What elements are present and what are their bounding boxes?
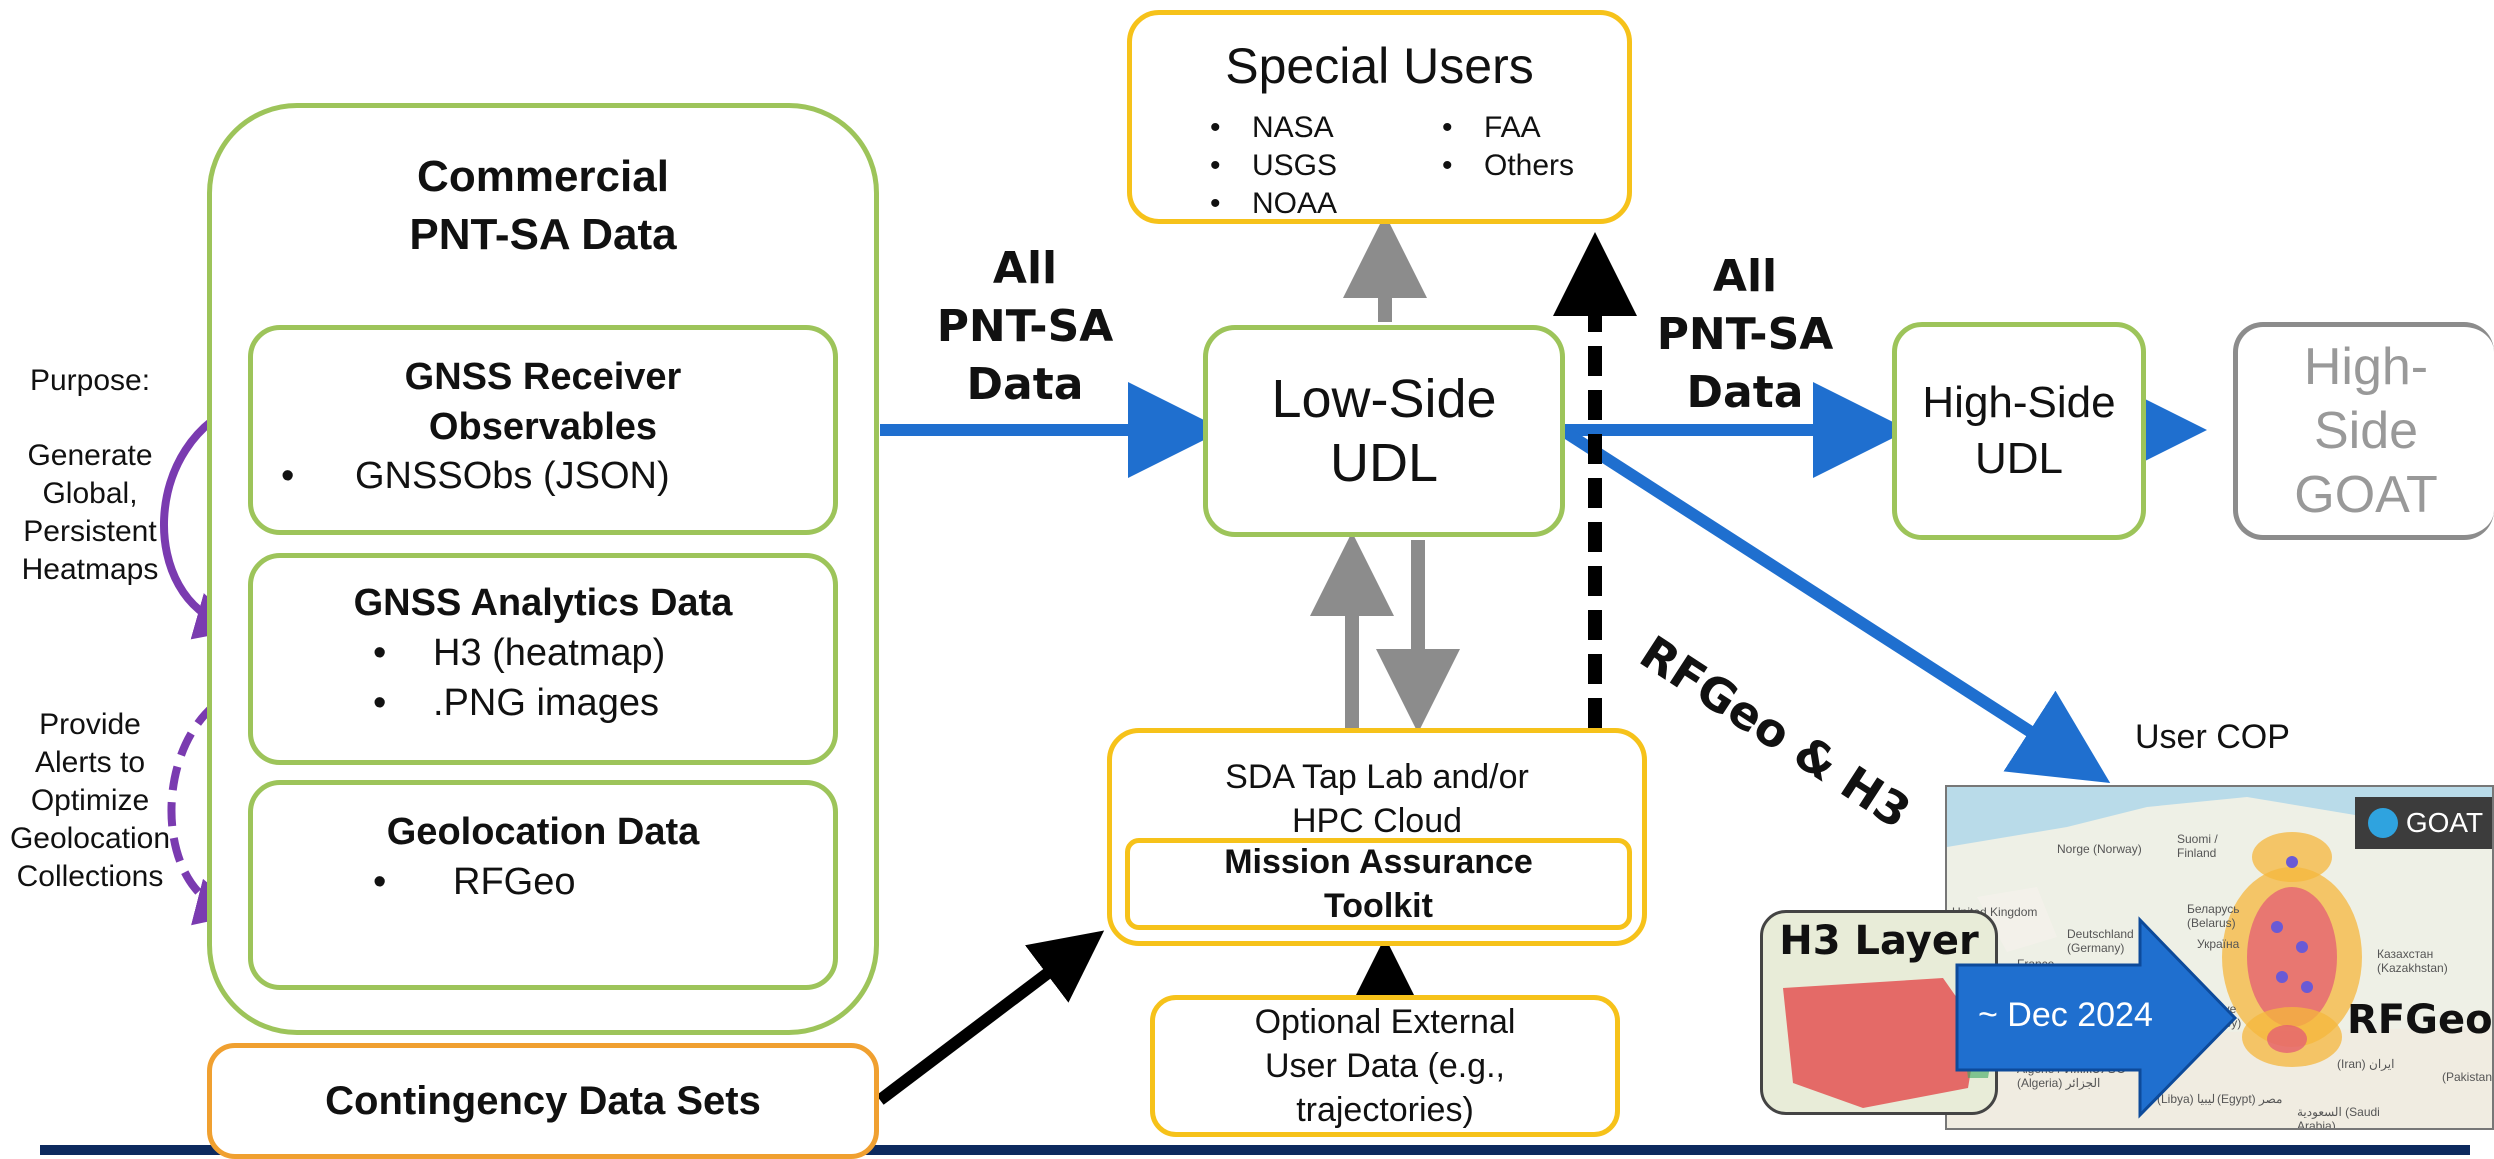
map-label: (Iran) ایران bbox=[2337, 1057, 2395, 1071]
special-user-item: Others bbox=[1442, 147, 1574, 185]
arrow-lowside-to-usercop bbox=[1561, 426, 2111, 783]
map-label: Suomi / Finland bbox=[2177, 832, 2218, 860]
contingency-data-sets-box: Contingency Data Sets bbox=[207, 1043, 879, 1159]
h3-layer-inset: H3 Layer bbox=[1760, 910, 1998, 1115]
gnssobs-bullet: •GNSSObs (JSON) bbox=[281, 455, 670, 497]
special-users-title: Special Users bbox=[1225, 38, 1534, 94]
map-label: (Pakistan) bbox=[2442, 1070, 2494, 1084]
special-user-item: FAA bbox=[1442, 109, 1574, 147]
date-arrow-label: ~ Dec 2024 bbox=[1978, 996, 2153, 1034]
map-label: السعودية (Saudi Arabia) bbox=[2297, 1105, 2380, 1130]
special-user-item: NASA bbox=[1210, 109, 1337, 147]
map-label: Беларусь (Belarus) bbox=[2187, 902, 2240, 930]
rfgeo-map-label: RFGeo bbox=[2347, 997, 2493, 1043]
map-label: (Libya) ليبيا bbox=[2157, 1092, 2216, 1106]
geolocation-title: Geolocation Data bbox=[386, 811, 700, 853]
geolocation-box: Geolocation Data •RFGeo bbox=[248, 780, 838, 990]
map-label: France bbox=[2017, 957, 2055, 971]
h3-heatmap-bullet: •H3 (heatmap) bbox=[373, 632, 666, 674]
map-label: Türkiye (Turkey) bbox=[2197, 1002, 2242, 1030]
heatmap-middle-east-core bbox=[2267, 1025, 2307, 1053]
map-label: Algérie / ⵍⵣⵣⴰⵢⴻⵔ (Algeria) الجزائر bbox=[2017, 1062, 2127, 1090]
png-images-bullet: •.PNG images bbox=[373, 682, 659, 724]
user-cop-map: Norge (Norway) Suomi / Finland United Ki… bbox=[1945, 785, 2494, 1130]
special-users-box: Special Users NASA USGS NOAA FAA Others bbox=[1127, 10, 1632, 224]
heatmap-ukraine-core bbox=[2247, 887, 2337, 1027]
rfgeo-bullet: •RFGeo bbox=[373, 861, 576, 903]
special-users-col1: NASA USGS NOAA bbox=[1210, 109, 1337, 223]
map-label: Україна bbox=[2197, 937, 2240, 951]
h3-layer-title: H3 Layer bbox=[1779, 918, 1979, 964]
special-users-col2: FAA Others bbox=[1442, 109, 1574, 185]
user-cop-label: User COP bbox=[2135, 718, 2290, 756]
goat-logo-icon bbox=[2367, 808, 2398, 838]
special-user-item: USGS bbox=[1210, 147, 1337, 185]
purpose-heading: Purpose: bbox=[29, 364, 151, 397]
map-label: Казахстан (Kazakhstan) bbox=[2377, 947, 2448, 975]
contingency-data-sets-label: Contingency Data Sets bbox=[325, 1078, 761, 1123]
h3-heatmap-graphic bbox=[1783, 978, 1993, 1108]
special-user-item: NOAA bbox=[1210, 185, 1337, 223]
arrow-contingency-to-sda bbox=[876, 930, 1105, 1105]
map-label: (Egypt) مصر bbox=[2217, 1092, 2283, 1106]
map-label: Norge (Norway) bbox=[2057, 842, 2142, 856]
gnss-analytics-title: GNSS Analytics Data bbox=[353, 582, 733, 624]
map-label: Deutschland (Germany) bbox=[2067, 927, 2134, 955]
goat-badge: GOAT bbox=[2355, 797, 2492, 849]
gnss-analytics-box: GNSS Analytics Data •H3 (heatmap) •.PNG … bbox=[248, 553, 838, 765]
